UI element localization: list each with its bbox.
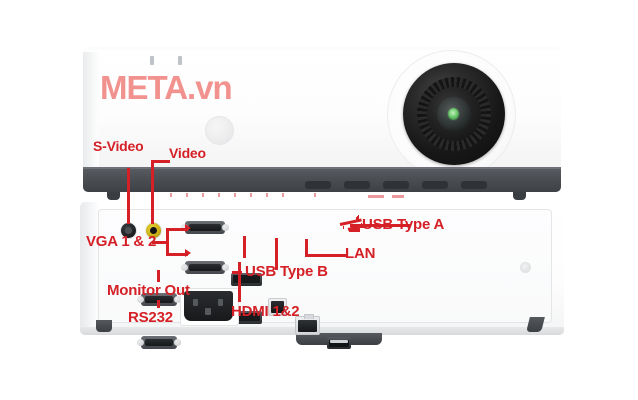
label-video: Video — [169, 145, 206, 161]
watermark-meta-vn: META.vn — [100, 69, 233, 106]
port-lan — [295, 314, 320, 335]
leader-usb-a-tail2 — [358, 219, 359, 222]
label-usb-type-a: USB Type A — [362, 216, 445, 233]
leader-hdmi-brace-left — [243, 236, 246, 258]
port-usb-type-b — [268, 298, 287, 316]
leader-s-video — [127, 168, 130, 224]
label-hdmi: HDMI 1&2 — [231, 303, 300, 320]
front-foot-left — [107, 192, 120, 200]
label-vga: VGA 1 & 2 — [86, 233, 157, 250]
port-s-video — [120, 222, 137, 239]
label-lan: LAN — [345, 245, 376, 262]
port-usb-type-a — [327, 337, 351, 349]
leader-usb-a-tail7 — [356, 217, 357, 220]
label-rs232: RS232 — [128, 309, 173, 326]
leader-usb-type-a — [351, 224, 411, 227]
port-vga-1 — [181, 221, 229, 234]
rear-bottom-edge — [80, 327, 564, 335]
leader-video-vertical — [151, 160, 154, 224]
port-video — [145, 222, 162, 239]
ir-receiver-icon — [205, 116, 234, 145]
leader-vga-to-vga2 — [166, 253, 188, 256]
bezel-vent-slot — [305, 181, 331, 189]
vent-tab-icon — [178, 56, 182, 65]
front-foot-right — [513, 192, 526, 200]
rear-body-left-shading — [80, 202, 98, 335]
leader-usb-a-tail11 — [350, 224, 351, 227]
leader-usb-b-dash — [232, 271, 242, 274]
rear-panel-screw-icon — [520, 262, 531, 273]
bezel-vent-slot — [461, 181, 487, 189]
leader-usb-type-b — [275, 238, 278, 270]
rear-foot-left — [96, 320, 112, 332]
bezel-vent-slot — [344, 181, 370, 189]
leader-hdmi — [238, 262, 241, 302]
label-monitor-out: Monitor Out — [107, 282, 190, 299]
front-body-top-highlight — [83, 47, 561, 52]
bezel-vent-slot — [383, 181, 409, 189]
label-s-video: S-Video — [93, 138, 144, 154]
leader-usb-a-tail12 — [343, 226, 344, 229]
leader-usb-a-tail9 — [357, 216, 358, 219]
port-vga-2 — [181, 261, 229, 274]
leader-lan-horizontal — [305, 254, 347, 257]
leader-rs232 — [157, 300, 160, 308]
front-bezel-highlight — [83, 167, 561, 169]
leader-usb-a-tail4 — [357, 218, 358, 221]
leader-video-horizontal — [151, 160, 170, 163]
leader-monitor-out — [157, 270, 160, 282]
label-usb-type-b: USB Type B — [245, 263, 328, 280]
leader-lan-vertical — [305, 239, 308, 257]
vent-tab-icon — [150, 56, 154, 65]
leader-vga-to-vga1 — [166, 228, 188, 231]
arrowhead-vga2 — [185, 249, 191, 257]
front-body-left-shading — [83, 47, 99, 167]
arrowhead-vga1 — [185, 224, 191, 232]
power-inlet-socket — [184, 291, 233, 321]
leader-usb-a-tail10 — [358, 215, 359, 218]
port-monitor-out — [137, 293, 181, 306]
port-rs232 — [137, 336, 181, 349]
leader-vga-stem — [152, 241, 168, 244]
bezel-vent-slot — [422, 181, 448, 189]
lens-green-reflection — [448, 108, 459, 120]
